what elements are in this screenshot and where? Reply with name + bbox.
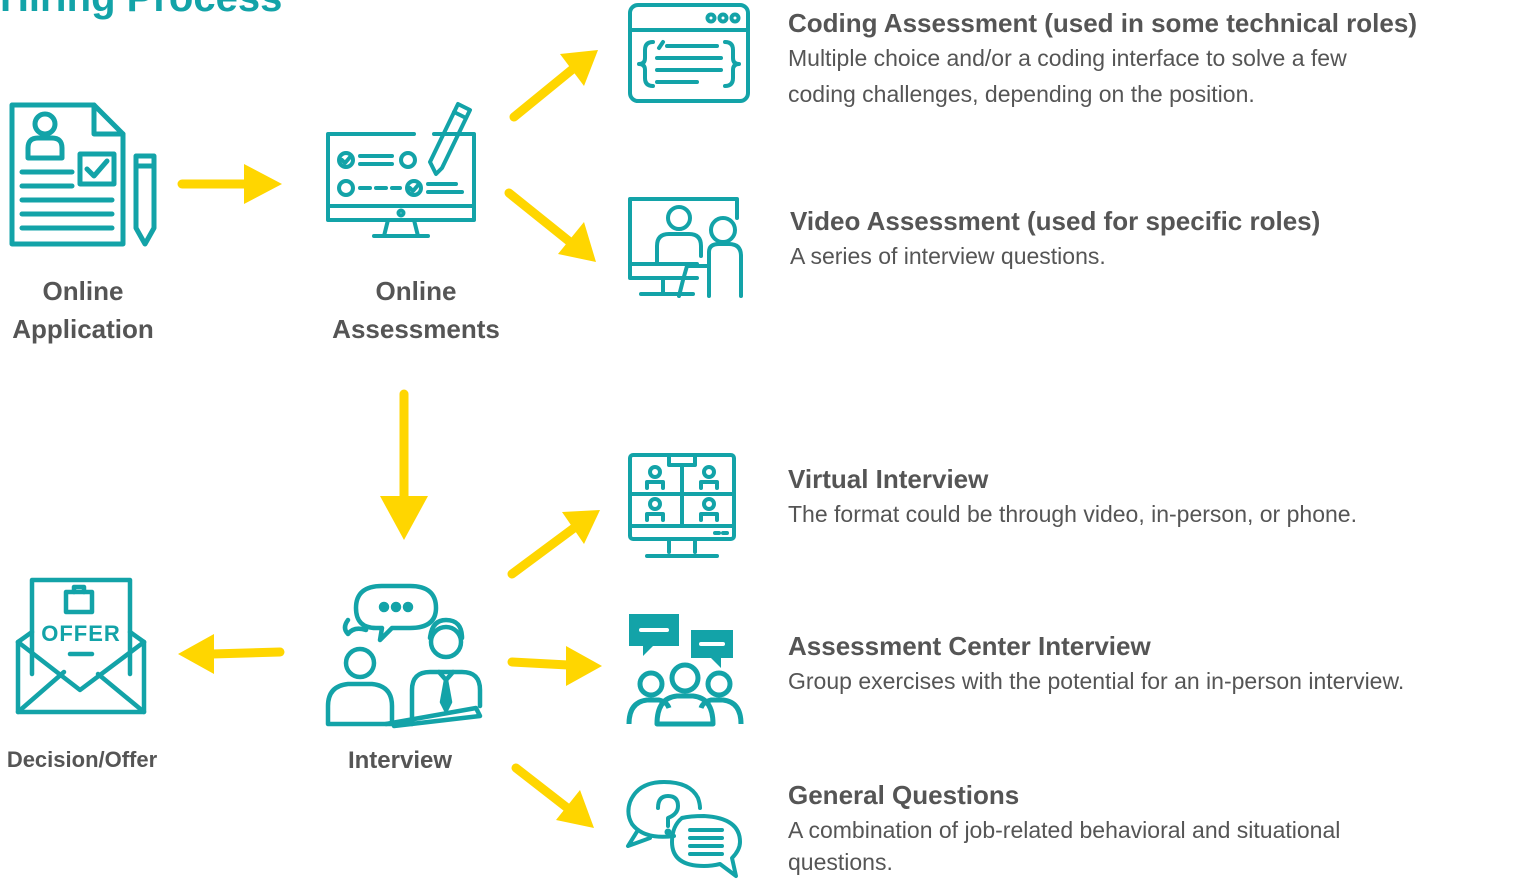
arrow-assessments-to-interview bbox=[380, 389, 428, 540]
arrow-assessments-to-video bbox=[504, 188, 596, 262]
assessment-center-text: Group exercises with the potential for a… bbox=[788, 668, 1405, 694]
general-questions-text-line2: questions. bbox=[788, 849, 893, 875]
video-conference-icon bbox=[628, 453, 736, 558]
arrow-interview-to-general bbox=[511, 763, 594, 828]
question-bubbles-icon bbox=[626, 780, 742, 878]
video-call-icon bbox=[628, 197, 743, 298]
interview-people-icon bbox=[325, 583, 483, 729]
code-window-icon bbox=[628, 3, 750, 103]
online-assessments-label: Online Assessments bbox=[318, 272, 514, 348]
assessment-center-heading: Assessment Center Interview bbox=[788, 631, 1151, 661]
virtual-interview-description: Virtual Interview The format could be th… bbox=[788, 462, 1508, 532]
arrow-interview-to-virtual bbox=[507, 510, 600, 579]
virtual-interview-heading: Virtual Interview bbox=[788, 464, 989, 494]
video-assessment-heading: Video Assessment (used for specific role… bbox=[790, 206, 1321, 236]
page-title: Hiring Process bbox=[0, 0, 282, 20]
video-assessment-text: A series of interview questions. bbox=[790, 243, 1106, 269]
offer-envelope-icon: OFFER bbox=[15, 577, 147, 715]
application-form-icon bbox=[9, 102, 157, 247]
arrow-interview-to-center bbox=[507, 646, 602, 686]
assessment-center-description: Assessment Center Interview Group exerci… bbox=[788, 629, 1514, 699]
video-assessment-description: Video Assessment (used for specific role… bbox=[790, 204, 1490, 274]
coding-assessment-description: Coding Assessment (used in some technica… bbox=[788, 6, 1508, 112]
online-application-line1: Online bbox=[42, 276, 124, 306]
general-questions-description: General Questions A combination of job-r… bbox=[788, 778, 1508, 876]
arrow-application-to-assessments bbox=[177, 164, 282, 204]
arrow-assessments-to-coding bbox=[509, 50, 598, 122]
coding-assessment-text-line1: Multiple choice and/or a coding interfac… bbox=[788, 45, 1347, 71]
general-questions-text-line1: A combination of job-related behavioral … bbox=[788, 817, 1341, 843]
group-discussion-icon bbox=[626, 614, 744, 727]
online-assessments-line2: Assessments bbox=[332, 314, 500, 344]
online-application-line2: Application bbox=[12, 314, 154, 344]
svg-text:OFFER: OFFER bbox=[41, 621, 121, 646]
online-assessments-line1: Online bbox=[375, 276, 457, 306]
virtual-interview-text: The format could be through video, in-pe… bbox=[788, 501, 1357, 527]
online-application-label: Online Application bbox=[0, 272, 166, 348]
interview-label: Interview bbox=[347, 747, 453, 774]
coding-assessment-text-line2: coding challenges, depending on the posi… bbox=[788, 81, 1255, 107]
decision-offer-label: Decision/Offer bbox=[6, 747, 158, 772]
arrow-interview-to-decision bbox=[178, 634, 285, 674]
computer-checklist-icon bbox=[326, 102, 476, 238]
coding-assessment-heading: Coding Assessment (used in some technica… bbox=[788, 8, 1417, 38]
general-questions-heading: General Questions bbox=[788, 780, 1020, 810]
